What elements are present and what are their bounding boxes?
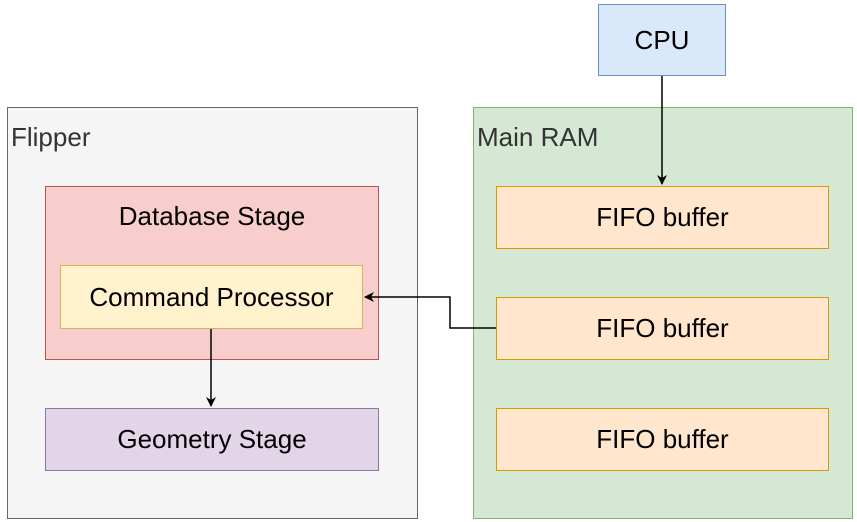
- command-processor-label: Command Processor: [89, 281, 334, 312]
- main-ram-label: Main RAM: [477, 122, 599, 152]
- command-processor-node: Command Processor: [60, 265, 363, 329]
- cpu-node: CPU: [598, 4, 726, 76]
- database-stage-label: Database Stage: [118, 201, 306, 231]
- flipper-label: Flipper: [11, 122, 91, 152]
- cpu-label: CPU: [634, 24, 690, 55]
- fifo-buffer-1: FIFO buffer: [496, 186, 829, 249]
- fifo-buffer-1-label: FIFO buffer: [596, 202, 729, 232]
- fifo-buffer-2: FIFO buffer: [496, 297, 829, 360]
- geometry-stage-label: Geometry Stage: [117, 424, 307, 454]
- geometry-stage-node: Geometry Stage: [45, 408, 379, 471]
- fifo-buffer-3: FIFO buffer: [496, 408, 829, 471]
- fifo-buffer-2-label: FIFO buffer: [596, 313, 729, 343]
- fifo-buffer-3-label: FIFO buffer: [596, 424, 729, 454]
